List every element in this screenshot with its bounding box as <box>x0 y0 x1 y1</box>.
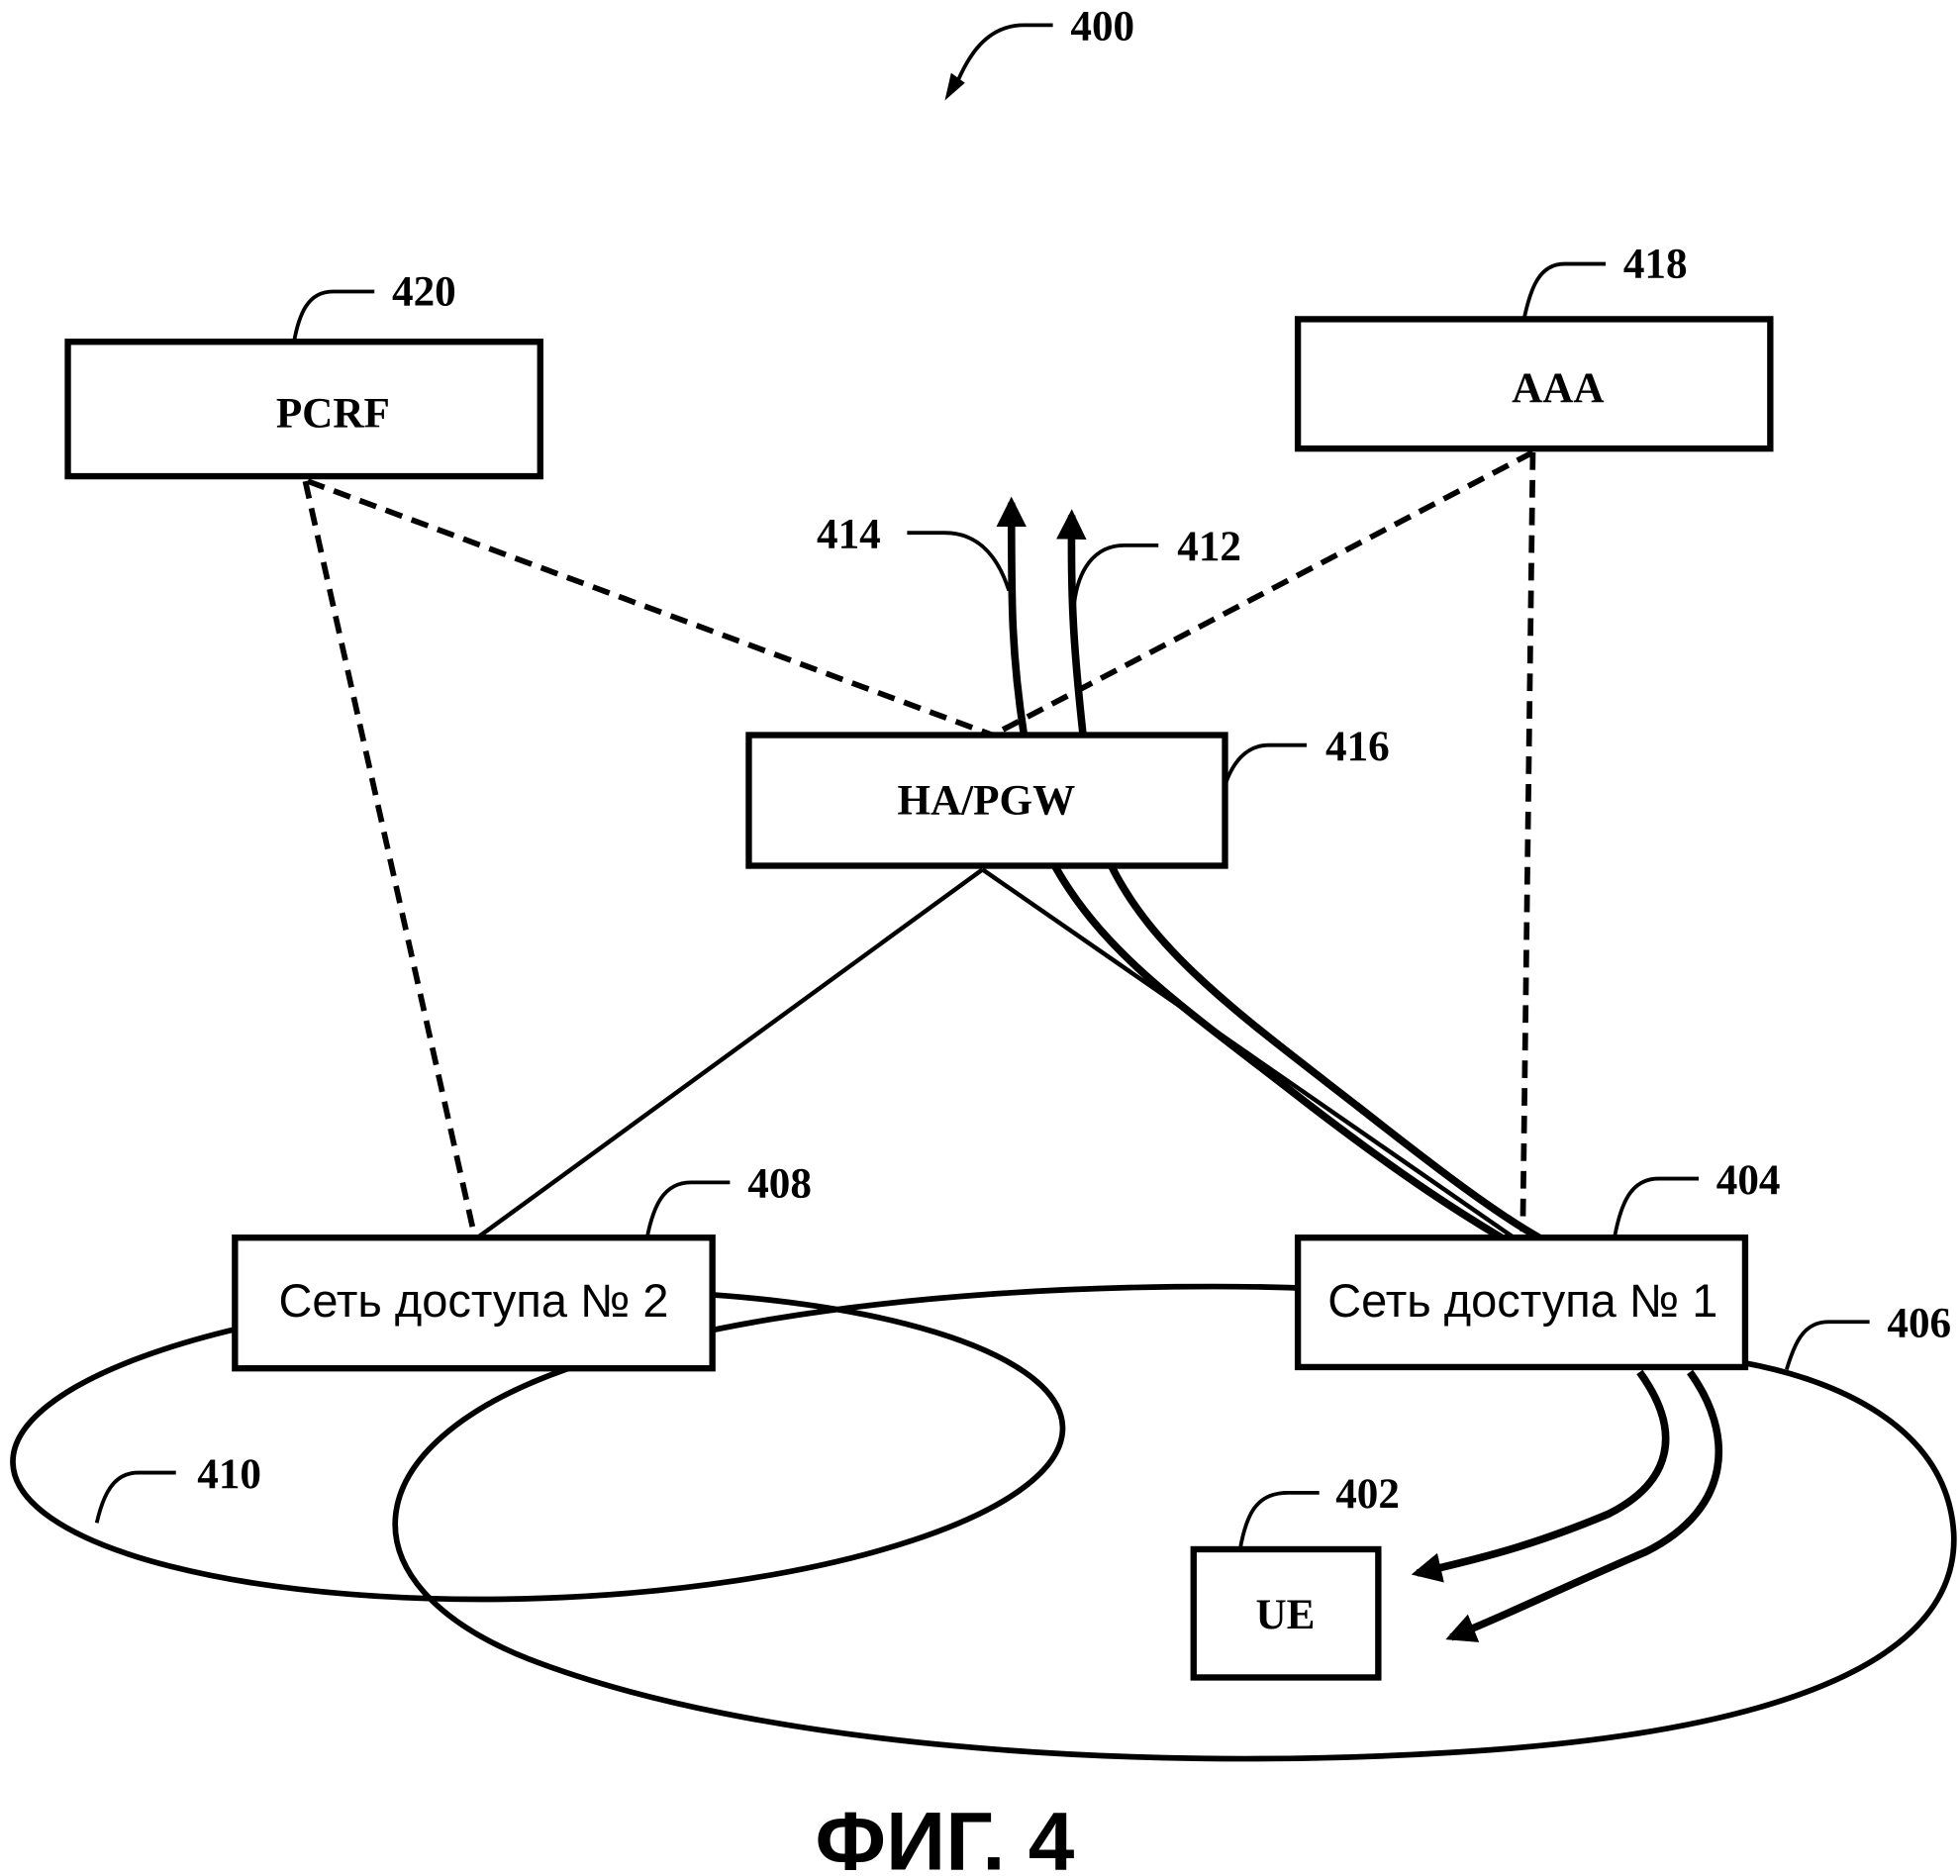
aaa-label: AAA <box>1512 365 1604 412</box>
access-network-2-node[interactable]: Сеть доступа № 2 <box>232 1234 716 1372</box>
access-network-1-label: Сеть доступа № 1 <box>1327 1274 1717 1327</box>
area-406-ref-label: 406 <box>1887 1300 1951 1346</box>
flow-412 <box>1056 509 1087 736</box>
ue-ref: 402 <box>1237 1471 1400 1550</box>
ue-ref-label: 402 <box>1335 1471 1400 1518</box>
figure-ref-400: 400 <box>944 4 1134 101</box>
access-network-2-ref: 408 <box>644 1161 812 1238</box>
hapgw-ref-label: 416 <box>1325 724 1390 770</box>
ue-label: UE <box>1255 1592 1315 1638</box>
ue-node[interactable]: UE <box>1190 1545 1382 1681</box>
access-network-2-ref-label: 408 <box>747 1161 812 1208</box>
flow-414 <box>996 496 1029 737</box>
figure-caption: ФИГ. 4 <box>816 1795 1075 1876</box>
pcrf-an2-link <box>302 480 478 1238</box>
access-network-2-label: Сеть доступа № 2 <box>278 1274 668 1327</box>
area-410-ref-label: 410 <box>197 1451 261 1498</box>
flow-to-ue-b <box>1445 1369 1722 1642</box>
access-network-1-node[interactable]: Сеть доступа № 1 <box>1294 1234 1749 1371</box>
pcrf-hapgw-link <box>306 478 994 739</box>
hapgw-node[interactable]: HA/PGW <box>745 732 1228 869</box>
aaa-an1-link <box>1519 451 1536 1232</box>
access-network-1-ref: 404 <box>1613 1157 1781 1238</box>
aaa-ref-label: 418 <box>1623 242 1688 288</box>
flow-412-label: 412 <box>1177 524 1241 570</box>
flow-path-b <box>1108 865 1541 1241</box>
flow-414-ref: 414 <box>817 511 1012 592</box>
hapgw-label: HA/PGW <box>897 777 1075 824</box>
hapgw-an2-link <box>475 867 984 1240</box>
pcrf-ref-label: 420 <box>392 268 456 315</box>
aaa-node[interactable]: AAA <box>1294 316 1774 452</box>
pcrf-ref: 420 <box>292 268 456 343</box>
aaa-hapgw-link <box>991 449 1534 739</box>
area-410-ref: 410 <box>94 1451 261 1524</box>
flow-414-label: 414 <box>817 511 881 557</box>
flow-path-a <box>1051 864 1504 1241</box>
arrow-icon <box>944 72 965 101</box>
figure-ref-label: 400 <box>1070 4 1134 50</box>
hapgw-ref: 416 <box>1223 724 1390 786</box>
flow-412-ref: 412 <box>1072 524 1241 604</box>
area-406-ref: 406 <box>1785 1300 1951 1371</box>
aaa-ref: 418 <box>1521 242 1688 320</box>
access-network-1-ref-label: 404 <box>1716 1157 1781 1204</box>
coverage-area-406 <box>392 1283 1957 1762</box>
pcrf-label: PCRF <box>276 391 390 438</box>
flow-to-ue-a <box>1411 1369 1670 1583</box>
pcrf-node[interactable]: PCRF <box>64 339 543 480</box>
